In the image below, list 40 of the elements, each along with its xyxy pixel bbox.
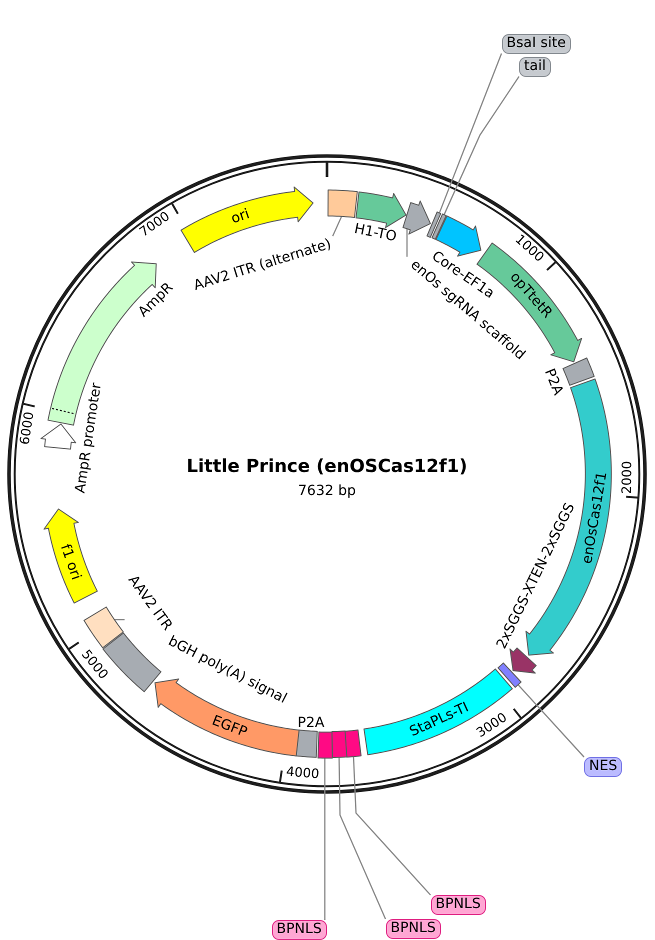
tick-label: 6000 bbox=[18, 410, 38, 446]
leader-line bbox=[338, 758, 386, 920]
feature-label: ori bbox=[228, 206, 251, 228]
feature-label: AmpR promoter bbox=[72, 382, 104, 494]
leader-line bbox=[352, 756, 431, 896]
leader-line bbox=[443, 76, 520, 216]
feature-tag: BPNLS bbox=[386, 919, 441, 938]
feature-bar bbox=[426, 211, 442, 239]
feature-box bbox=[562, 357, 595, 387]
feature-label: P2A bbox=[298, 715, 324, 732]
feature-tag: BPNLS bbox=[272, 920, 327, 940]
feature-box bbox=[316, 730, 333, 759]
directional-feature bbox=[509, 647, 538, 674]
feature-box bbox=[330, 730, 348, 759]
feature-box bbox=[82, 606, 124, 649]
feature-box bbox=[327, 189, 359, 218]
feature-tag: NES bbox=[584, 757, 622, 776]
leader-line bbox=[517, 684, 584, 758]
leader-line bbox=[324, 758, 326, 920]
feature-label: EGFP bbox=[210, 712, 250, 741]
feature-label: H1-TO bbox=[352, 220, 398, 245]
leader-line bbox=[332, 216, 342, 236]
feature-label: P2A bbox=[540, 366, 566, 398]
directional-feature bbox=[40, 423, 76, 450]
feature-bar bbox=[496, 662, 522, 688]
feature-box bbox=[363, 668, 514, 756]
directional-feature bbox=[42, 508, 98, 604]
feature-label: enOsCas12f1 bbox=[578, 471, 610, 566]
map-title: Little Prince (enOSCas12f1) bbox=[186, 456, 468, 478]
feature-label: f1 ori bbox=[56, 542, 84, 582]
leader-line bbox=[114, 618, 125, 620]
feature-bar bbox=[430, 213, 447, 241]
tick-label: 4000 bbox=[285, 766, 320, 784]
feature-tag: BPNLS bbox=[430, 895, 486, 914]
feature-tag: tail bbox=[519, 57, 551, 76]
leader-line bbox=[406, 228, 408, 257]
plasmid-size-label: 7632 bp bbox=[298, 483, 356, 500]
feature-tag: BsaI site bbox=[502, 34, 571, 54]
leader-line bbox=[438, 53, 502, 214]
tick-label: 2000 bbox=[621, 460, 637, 494]
